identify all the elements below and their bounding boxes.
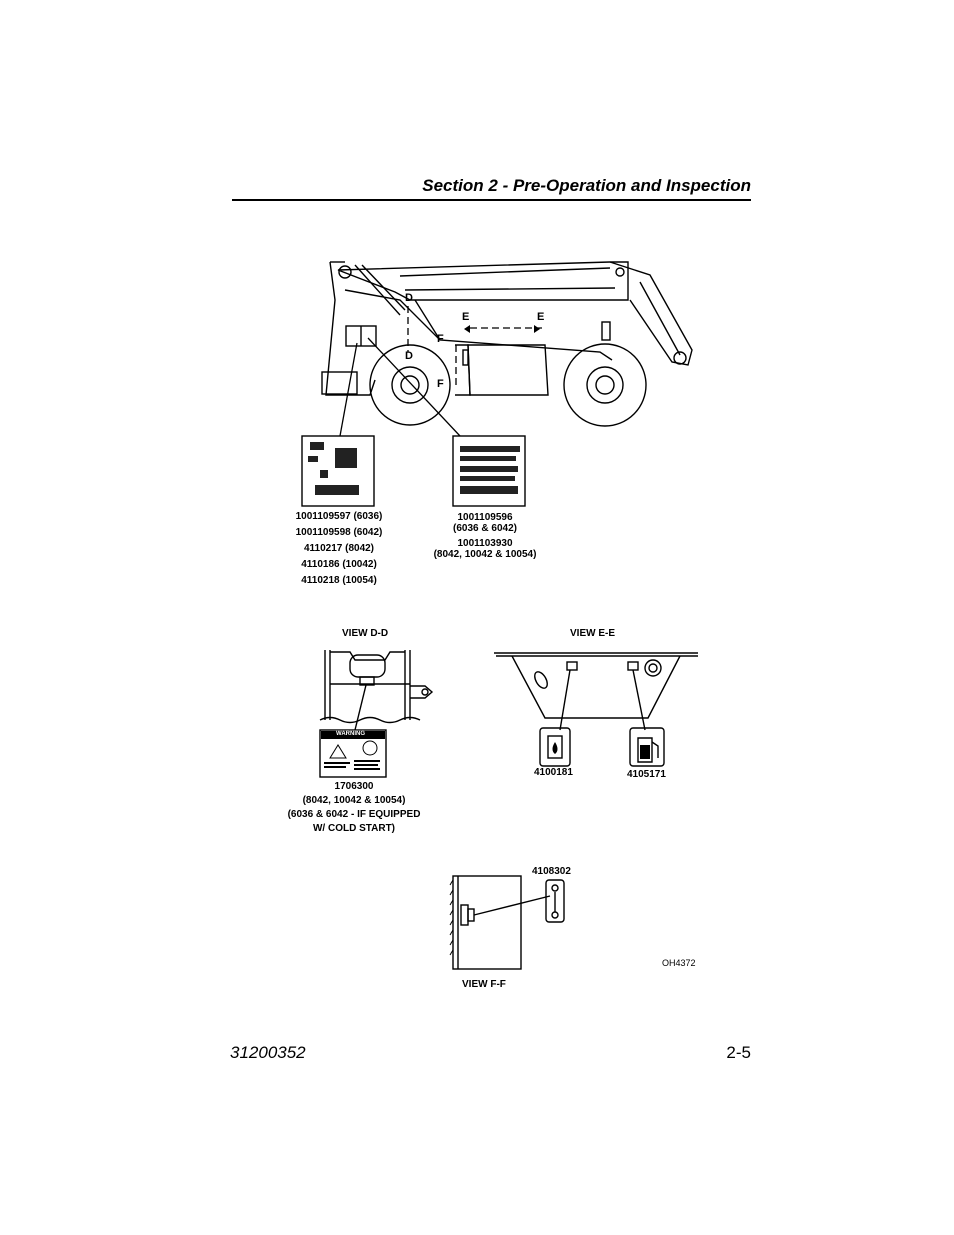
marker-e-left: E [462,311,470,323]
section-title: Section 2 - Pre-Operation and Inspection [422,176,751,195]
marker-e-right: E [537,311,545,323]
view-ee-title: VIEW E-E [570,628,616,639]
view-dd-title: VIEW D-D [342,628,389,639]
page-number: 2-5 [726,1043,751,1062]
ff-decal-label: 4108302 [532,866,571,877]
ee-decal-left-label: 4100181 [534,767,573,778]
header-rule [232,199,751,201]
marker-d-top: D [405,292,413,304]
marker-d-bottom: D [405,350,413,362]
ee-decal-right-label: 4105171 [627,769,666,780]
view-ff-title: VIEW F-F [462,979,506,990]
decal-list-right: 1001109596 (6036 & 6042) 1001103930 (804… [433,512,537,560]
doc-number: 31200352 [230,1043,306,1062]
marker-f-top: F [437,333,444,345]
decal-list-left: 1001109597 (6036) 1001109598 (6042) 4110… [295,511,383,586]
figure-id: OH4372 [662,958,696,968]
view-dd-caption: 1706300 (8042, 10042 & 10054) (6036 & 60… [287,781,421,834]
marker-f-bottom: F [437,378,444,390]
dd-decal-warning: WARNING [336,731,365,737]
